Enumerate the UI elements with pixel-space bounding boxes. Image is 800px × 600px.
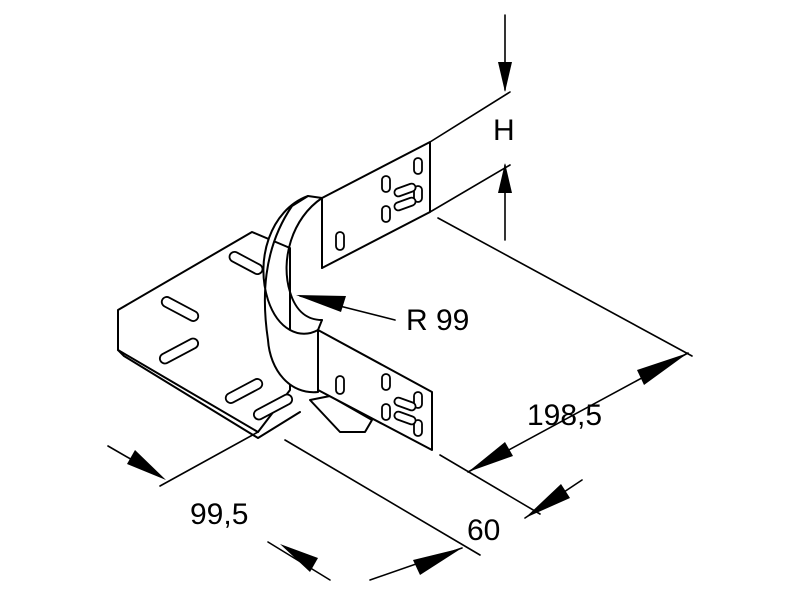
depth-dimension bbox=[284, 439, 583, 581]
lower-tab bbox=[309, 395, 373, 433]
lower-side-slots bbox=[335, 373, 423, 437]
radius-leader bbox=[296, 295, 396, 321]
height-dimension bbox=[429, 14, 512, 241]
curved-bend bbox=[262, 195, 319, 394]
length-dimension bbox=[437, 217, 693, 515]
base-plate-edge bbox=[117, 349, 301, 439]
base-slots bbox=[158, 250, 294, 421]
height-label: H bbox=[493, 114, 515, 147]
curved-bend-inner bbox=[285, 197, 323, 321]
length-label: 198,5 bbox=[527, 399, 602, 432]
upper-side-slots bbox=[335, 157, 423, 251]
radius-label: R 99 bbox=[406, 304, 469, 337]
depth-label: 60 bbox=[467, 514, 500, 547]
width-label: 99,5 bbox=[190, 498, 248, 531]
width-dimension bbox=[107, 431, 331, 581]
